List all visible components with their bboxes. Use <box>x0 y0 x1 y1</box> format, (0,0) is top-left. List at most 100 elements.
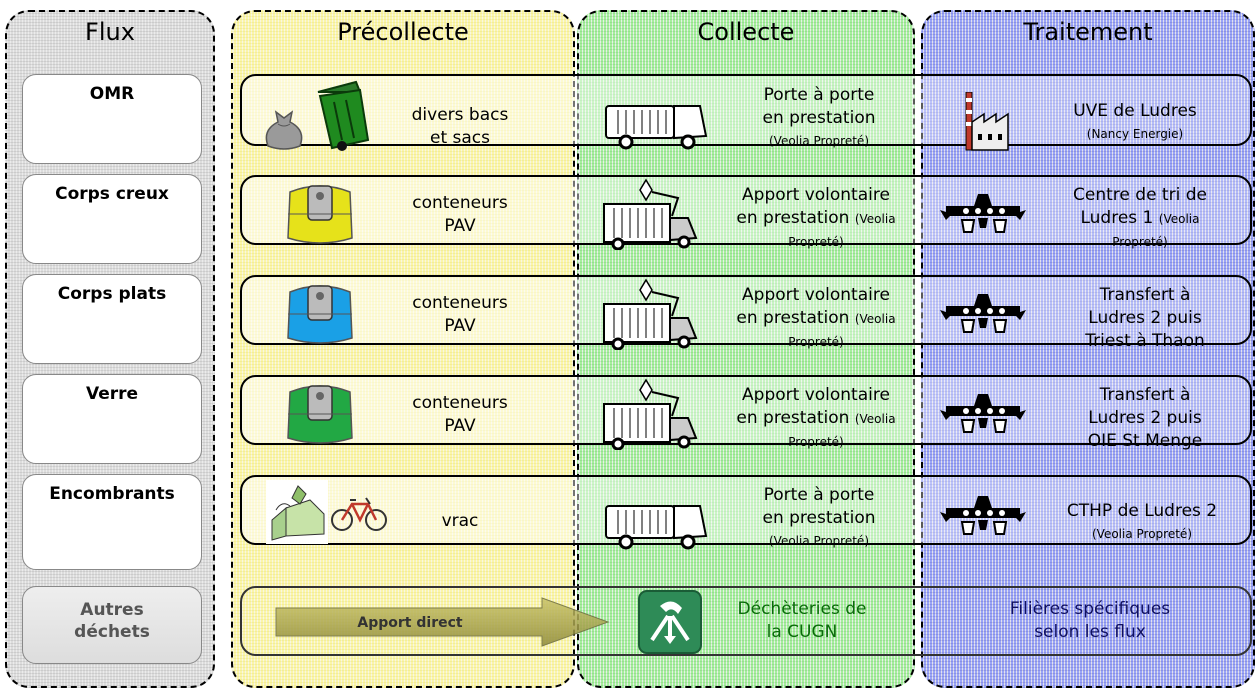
precollecte-line: conteneurs <box>412 193 508 213</box>
collecte-line: en prestation <box>736 308 850 328</box>
trash-bag-icon <box>265 110 303 150</box>
sorting-center-icon <box>940 394 1026 433</box>
collecte-line: en prestation <box>736 408 850 428</box>
crane-truck-icon <box>603 178 698 250</box>
factory-icon <box>965 92 1009 151</box>
header-flux: Flux <box>85 18 135 46</box>
apport-direct-arrow <box>275 597 610 647</box>
collecte-note-line: Propreté) <box>788 335 844 349</box>
precollecte-line: divers bacs <box>411 105 509 125</box>
bicycle-icon <box>331 497 387 531</box>
collecte-text-encombrants: Porte à porte en prestation (Veolia Prop… <box>730 484 908 553</box>
flux-label: Encombrants <box>49 484 175 504</box>
traitement-text-corps-creux: Centre de tri de Ludres 1 (Veolia Propre… <box>1044 184 1236 254</box>
precollecte-text-corps-creux: conteneurs PAV <box>400 192 520 238</box>
sorting-center-icon <box>940 294 1026 333</box>
dechetterie-icon <box>638 590 702 654</box>
traitement-note: (Veolia Propreté) <box>1092 527 1192 541</box>
traitement-line: Triest à Thaon <box>1085 331 1205 351</box>
collecte-note-line: Propreté) <box>788 235 844 249</box>
collecte-line: Porte à porte <box>763 485 875 505</box>
pav-container-yellow-icon <box>287 185 353 244</box>
collecte-line: la CUGN <box>766 622 838 642</box>
collecte-line: Déchèteries de <box>737 599 867 619</box>
traitement-text-autres: Filières spécifiques selon les flux <box>980 598 1200 644</box>
flux-box-autres-dechets: Autres déchets <box>22 586 202 664</box>
collecte-line: en prestation <box>762 508 876 528</box>
flux-label: OMR <box>89 84 135 104</box>
traitement-text-encombrants: CTHP de Ludres 2 (Veolia Propreté) <box>1044 500 1240 546</box>
precollecte-text-verre: conteneurs PAV <box>400 392 520 438</box>
collecte-note-inline: (Veolia <box>854 212 896 226</box>
collecte-line: en prestation <box>762 108 876 128</box>
collecte-note: (Veolia Propreté) <box>769 134 869 148</box>
row-omr <box>240 74 1252 146</box>
sorting-center-icon <box>940 194 1026 233</box>
precollecte-line: conteneurs <box>412 293 508 313</box>
precollecte-line: PAV <box>444 316 476 336</box>
flux-label: Corps plats <box>57 284 167 304</box>
green-bin-icon <box>317 80 370 151</box>
collecte-note: (Veolia Propreté) <box>769 534 869 548</box>
flux-label: Corps creux <box>55 184 169 204</box>
traitement-line: Transfert à <box>1099 285 1191 305</box>
pav-container-blue-icon <box>287 285 353 344</box>
collecte-line: Apport volontaire <box>742 285 890 305</box>
precollecte-line: PAV <box>444 416 476 436</box>
precollecte-text-encombrants: vrac <box>420 510 500 533</box>
traitement-text-verre: Transfert à Ludres 2 puis OIE St Menge <box>1060 384 1230 453</box>
row-corps-creux <box>240 175 1252 245</box>
traitement-note-line: Propreté) <box>1112 235 1168 249</box>
traitement-line: selon les flux <box>1034 622 1146 642</box>
traitement-line: OIE St Menge <box>1087 431 1203 451</box>
collecte-line: Apport volontaire <box>742 185 890 205</box>
pav-container-green-icon <box>287 385 353 444</box>
collecte-text-verre: Apport volontaire en prestation (Veolia … <box>718 384 914 454</box>
traitement-note: (Nancy Energie) <box>1086 127 1184 141</box>
flux-box-encombrants: Encombrants <box>22 474 202 570</box>
row-encombrants <box>240 475 1252 545</box>
collection-truck-icon <box>605 105 708 150</box>
precollecte-line: vrac <box>441 511 479 531</box>
traitement-text-corps-plats: Transfert à Ludres 2 puis Triest à Thaon <box>1060 284 1230 353</box>
precollecte-line: et sacs <box>429 128 490 148</box>
traitement-line: Transfert à <box>1099 385 1191 405</box>
collecte-line: Porte à porte <box>763 85 875 105</box>
precollecte-line: conteneurs <box>412 393 508 413</box>
traitement-line: Ludres 2 puis <box>1088 408 1202 428</box>
row-verre <box>240 375 1252 445</box>
collecte-text-corps-plats: Apport volontaire en prestation (Veolia … <box>718 284 914 354</box>
flux-label-line1: Autres <box>80 600 144 620</box>
flux-label: Verre <box>85 384 139 404</box>
collecte-line: Apport volontaire <box>742 385 890 405</box>
row-autres-dechets <box>240 586 1252 656</box>
apport-direct-label: Apport direct <box>357 615 463 631</box>
traitement-line: CTHP de Ludres 2 <box>1066 501 1218 521</box>
collecte-line: en prestation <box>736 208 850 228</box>
collecte-note-inline: (Veolia <box>854 412 896 426</box>
precollecte-line: PAV <box>444 216 476 236</box>
collecte-text-autres: Déchèteries de la CUGN <box>714 598 890 644</box>
bulky-waste-icon <box>266 480 328 544</box>
header-precollecte: Précollecte <box>337 18 469 46</box>
flux-box-verre: Verre <box>22 374 202 464</box>
collecte-note-line: Propreté) <box>788 435 844 449</box>
traitement-line: UVE de Ludres <box>1073 101 1197 121</box>
traitement-line: Filières spécifiques <box>1009 599 1171 619</box>
crane-truck-icon <box>603 278 698 350</box>
precollecte-text-corps-plats: conteneurs PAV <box>400 292 520 338</box>
collecte-text-corps-creux: Apport volontaire en prestation (Veolia … <box>718 184 914 254</box>
traitement-line: Ludres 1 <box>1080 208 1154 228</box>
header-traitement: Traitement <box>1023 18 1153 46</box>
flux-box-corps-plats: Corps plats <box>22 274 202 364</box>
collecte-note-inline: (Veolia <box>854 312 896 326</box>
crane-truck-icon <box>603 378 698 450</box>
traitement-line: Centre de tri de <box>1073 185 1207 205</box>
traitement-line: Ludres 2 puis <box>1088 308 1202 328</box>
flux-label-line2: déchets <box>74 622 150 642</box>
row-corps-plats <box>240 275 1252 345</box>
flux-box-corps-creux: Corps creux <box>22 174 202 264</box>
collecte-text-omr: Porte à porte en prestation (Veolia Prop… <box>730 84 908 153</box>
traitement-note-inline: (Veolia <box>1158 212 1200 226</box>
header-collecte: Collecte <box>697 18 795 46</box>
